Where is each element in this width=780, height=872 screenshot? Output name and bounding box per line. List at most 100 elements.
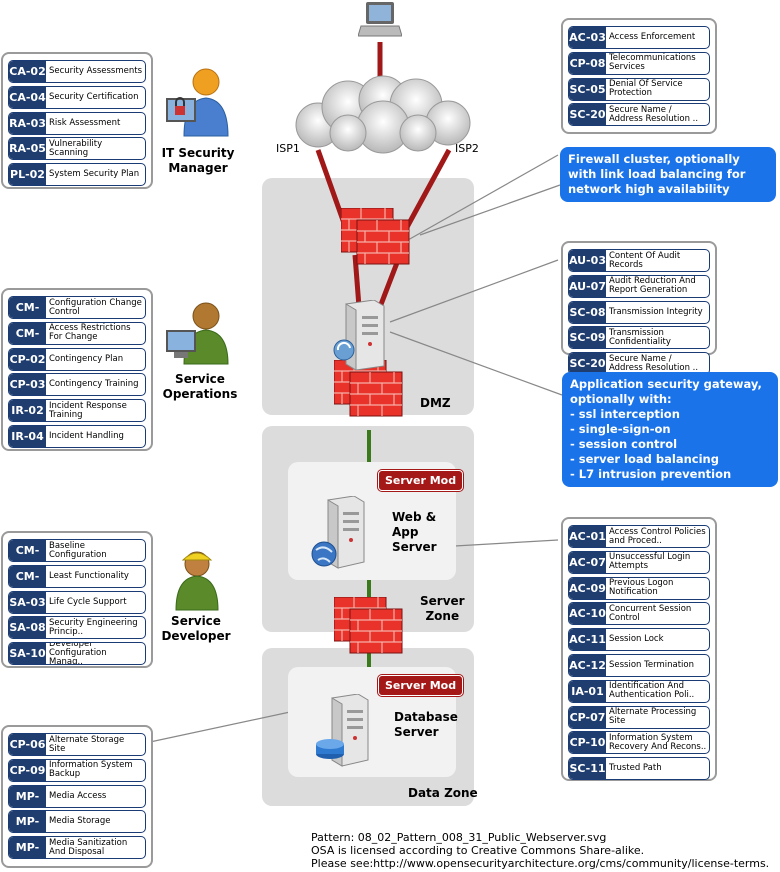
control-name: Unsuccessful Login Attempts	[609, 552, 691, 572]
control-name: Media Access	[49, 790, 107, 801]
control-code: RA-05	[9, 138, 46, 160]
control-code: CP-02	[9, 348, 46, 370]
control-name: Alternate Processing Site	[609, 707, 697, 727]
control-code: AC-07	[569, 551, 606, 573]
control-name: Access Restrictions For Change	[49, 323, 131, 343]
dmz-label: DMZ	[420, 396, 451, 410]
control-name: Denial Of Service Protection	[609, 79, 683, 99]
server-zone-label: Server Zone	[420, 594, 465, 623]
footer-license-url: Please see:http://www.opensecurityarchit…	[311, 857, 770, 870]
control-name: Security Assessments	[49, 66, 143, 76]
control-code: AC-11	[569, 629, 606, 651]
control-code: CA-02	[9, 61, 46, 82]
control-code: SC-20	[569, 353, 606, 375]
isp2-label: ISP2	[455, 142, 479, 155]
control-name: Risk Assessment	[49, 117, 121, 128]
pointer-net-panel	[407, 154, 559, 241]
control-code: IA-01	[569, 680, 606, 702]
isp1-label: ISP1	[276, 142, 300, 155]
db-server-mod-tag[interactable]: Server Mod	[378, 675, 464, 696]
control-name: Baseline Configuration	[49, 540, 107, 560]
service-operations-icon	[166, 302, 229, 365]
control-name: Incident Response Training	[49, 400, 127, 420]
control-code: CM-07	[9, 565, 46, 587]
callout-line: optionally with:	[570, 392, 672, 406]
control-name: Media Storage	[49, 816, 111, 827]
control-name: Content Of Audit Records	[609, 250, 681, 270]
control-name: Trusted Path	[609, 763, 662, 774]
firewall-icon	[334, 597, 403, 654]
it-security-manager-icon	[166, 68, 229, 137]
control-code: SA-10	[9, 643, 46, 665]
control-item[interactable]: MP-02Media Access	[8, 784, 146, 808]
control-item[interactable]: MP-04Media Storage	[8, 810, 146, 834]
control-item[interactable]: CM-03Configuration Change Control	[8, 296, 146, 319]
control-code: CP-10	[569, 732, 606, 754]
control-code: SC-09	[569, 327, 606, 349]
control-code: RA-03	[9, 112, 46, 134]
service-developer-label: Service Developer	[161, 614, 231, 643]
database-server-icon	[316, 694, 369, 767]
control-code: IR-04	[9, 426, 46, 447]
callout-line: - L7 intrusion prevention	[570, 467, 732, 481]
control-code: AU-03	[569, 250, 606, 271]
control-name: Contingency Training	[49, 379, 139, 390]
data-zone-label: Data Zone	[408, 786, 478, 800]
control-item[interactable]: CM-05Access Restrictions For Change	[8, 321, 146, 345]
callout-line: Firewall cluster, optionally	[568, 152, 740, 166]
control-code: SC-11	[569, 758, 606, 780]
control-item[interactable]: MP-06Media Sanitization And Disposal	[8, 836, 146, 860]
callout-line: - server load balancing	[570, 452, 719, 466]
control-name: Access Control Policies and Proced..	[609, 526, 706, 546]
callout-line: - ssl interception	[570, 407, 680, 421]
control-code: SC-20	[569, 104, 606, 126]
panel-service-operations: CM-03Configuration Change ControlCM-05Ac…	[1, 288, 153, 451]
callout-line: with link load balancing for	[568, 167, 746, 181]
control-name: Audit Reduction And Report Generation	[609, 276, 696, 296]
control-name: System Security Plan	[49, 169, 140, 180]
control-code: CM-05	[9, 322, 46, 344]
control-item[interactable]: CM-07Least Functionality	[8, 564, 146, 588]
control-name: Configuration Change Control	[49, 297, 142, 317]
control-code: AC-09	[569, 577, 606, 599]
control-item[interactable]: CM-02Baseline Configuration	[8, 539, 146, 562]
control-code: CP-06	[9, 734, 46, 755]
service-developer-icon	[175, 551, 219, 611]
service-operations-label: Service Operations	[162, 372, 238, 401]
web-server-mod-tag[interactable]: Server Mod	[378, 470, 464, 491]
